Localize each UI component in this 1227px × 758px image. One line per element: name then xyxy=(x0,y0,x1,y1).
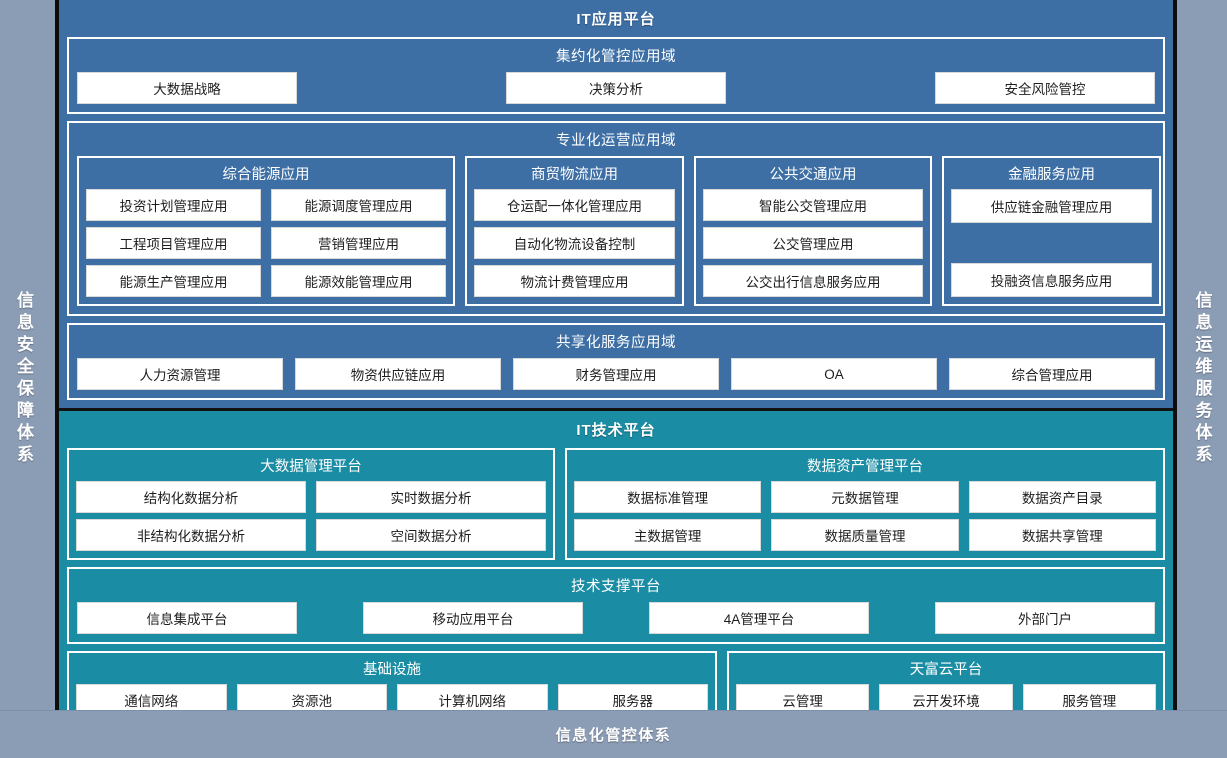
tech-chip[interactable]: 元数据管理 xyxy=(771,481,959,513)
group-grid: 投资计划管理应用 能源调度管理应用 工程项目管理应用 营销管理应用 能源生产管理… xyxy=(86,189,446,297)
bottom-governance-bar: 信息化管控体系 xyxy=(0,710,1227,758)
group-data-asset-platform: 数据资产管理平台 数据标准管理 元数据管理 数据资产目录 主数据管理 数据质量管… xyxy=(565,448,1165,560)
group-title: 公共交通应用 xyxy=(769,167,857,183)
tech-chip[interactable]: 主数据管理 xyxy=(574,519,762,551)
group-commerce-logistics: 商贸物流应用 仓运配一体化管理应用 自动化物流设备控制 物流计费管理应用 xyxy=(465,156,684,306)
domain-professional-operations: 专业化运营应用域 综合能源应用 投资计划管理应用 能源调度管理应用 工程项目管理… xyxy=(67,121,1165,316)
bottom-bar-label: 信息化管控体系 xyxy=(555,727,672,744)
technology-platform: IT技术平台 大数据管理平台 结构化数据分析 实时数据分析 非结构化数据分析 空… xyxy=(59,411,1173,758)
tech-chip[interactable]: 非结构化数据分析 xyxy=(76,519,306,551)
app-chip[interactable]: 能源效能管理应用 xyxy=(271,265,446,297)
app-chip[interactable]: 营销管理应用 xyxy=(271,227,446,259)
technology-platform-title: IT技术平台 xyxy=(576,422,656,439)
right-vertical-panel: 信息运维服务体系 xyxy=(1177,0,1227,758)
tech-chip[interactable]: 数据共享管理 xyxy=(968,519,1156,551)
group-title: 数据资产管理平台 xyxy=(807,459,923,475)
tech-chip[interactable]: 移动应用平台 xyxy=(363,602,583,634)
group-public-transport: 公共交通应用 智能公交管理应用 公交管理应用 公交出行信息服务应用 xyxy=(694,156,932,306)
tech-chip[interactable]: 信息集成平台 xyxy=(77,602,297,634)
group-grid: 仓运配一体化管理应用 自动化物流设备控制 物流计费管理应用 xyxy=(474,189,675,297)
tech-chip[interactable]: 数据标准管理 xyxy=(574,481,762,513)
tech-chip[interactable]: 数据质量管理 xyxy=(771,519,959,551)
group-grid: 数据标准管理 元数据管理 数据资产目录 主数据管理 数据质量管理 数据共享管理 xyxy=(574,481,1156,551)
app-chip[interactable]: 能源调度管理应用 xyxy=(271,189,446,221)
tech-chip[interactable]: 空间数据分析 xyxy=(316,519,546,551)
application-platform: IT应用平台 集约化管控应用域 大数据战略 决策分析 安全风险管控 专业化运营应… xyxy=(59,0,1173,411)
app-chip[interactable]: 公交出行信息服务应用 xyxy=(703,265,923,297)
app-chip[interactable]: 智能公交管理应用 xyxy=(703,189,923,221)
chip-row: 信息集成平台 移动应用平台 4A管理平台 外部门户 xyxy=(77,602,1155,634)
chip-row: 大数据战略 决策分析 安全风险管控 xyxy=(77,72,1155,104)
app-chip[interactable]: 仓运配一体化管理应用 xyxy=(474,189,675,221)
chip-row: 人力资源管理 物资供应链应用 财务管理应用 OA 综合管理应用 xyxy=(77,358,1155,390)
left-vertical-panel: 信息安全保障体系 xyxy=(0,0,47,758)
group-row: 综合能源应用 投资计划管理应用 能源调度管理应用 工程项目管理应用 营销管理应用… xyxy=(77,156,1161,306)
right-panel-label: 信息运维服务体系 xyxy=(1192,291,1212,467)
group-grid: 供应链金融管理应用 投融资信息服务应用 xyxy=(951,189,1152,297)
tech-chip[interactable]: 实时数据分析 xyxy=(316,481,546,513)
tech-chip[interactable]: 4A管理平台 xyxy=(649,602,869,634)
left-panel-label: 信息安全保障体系 xyxy=(14,291,33,467)
app-chip[interactable]: 财务管理应用 xyxy=(513,358,719,390)
app-chip[interactable]: 投资计划管理应用 xyxy=(86,189,261,221)
tech-chip[interactable]: 数据资产目录 xyxy=(968,481,1156,513)
app-chip[interactable]: 决策分析 xyxy=(506,72,726,104)
group-title: 金融服务应用 xyxy=(1008,167,1095,183)
group-bigdata-platform: 大数据管理平台 结构化数据分析 实时数据分析 非结构化数据分析 空间数据分析 xyxy=(67,448,555,560)
app-chip[interactable]: 工程项目管理应用 xyxy=(86,227,261,259)
group-financial-services: 金融服务应用 供应链金融管理应用 投融资信息服务应用 xyxy=(942,156,1161,306)
tech-chip[interactable]: 外部门户 xyxy=(935,602,1155,634)
app-chip[interactable]: 投融资信息服务应用 xyxy=(951,263,1152,297)
platform-stack: IT应用平台 集约化管控应用域 大数据战略 决策分析 安全风险管控 专业化运营应… xyxy=(55,0,1177,758)
group-integrated-energy: 综合能源应用 投资计划管理应用 能源调度管理应用 工程项目管理应用 营销管理应用… xyxy=(77,156,455,306)
app-chip[interactable]: 安全风险管控 xyxy=(935,72,1155,104)
group-title: 大数据管理平台 xyxy=(260,459,362,475)
app-chip[interactable]: 物流计费管理应用 xyxy=(474,265,675,297)
app-chip[interactable]: OA xyxy=(731,358,937,390)
group-grid: 智能公交管理应用 公交管理应用 公交出行信息服务应用 xyxy=(703,189,923,297)
app-chip[interactable]: 自动化物流设备控制 xyxy=(474,227,675,259)
app-chip[interactable]: 大数据战略 xyxy=(77,72,297,104)
group-row: 大数据管理平台 结构化数据分析 实时数据分析 非结构化数据分析 空间数据分析 数… xyxy=(67,448,1165,560)
app-chip[interactable]: 供应链金融管理应用 xyxy=(951,189,1152,223)
tech-chip[interactable]: 结构化数据分析 xyxy=(76,481,306,513)
group-title: 天富云平台 xyxy=(909,662,983,678)
app-chip[interactable]: 物资供应链应用 xyxy=(295,358,501,390)
app-chip[interactable]: 公交管理应用 xyxy=(703,227,923,259)
domain-intensive-control: 集约化管控应用域 大数据战略 决策分析 安全风险管控 xyxy=(67,37,1165,114)
domain-title: 集约化管控应用域 xyxy=(556,49,676,65)
domain-shared-services: 共享化服务应用域 人力资源管理 物资供应链应用 财务管理应用 OA 综合管理应用 xyxy=(67,323,1165,400)
app-chip-placeholder xyxy=(951,229,1152,257)
band-technical-support: 技术支撑平台 信息集成平台 移动应用平台 4A管理平台 外部门户 xyxy=(67,567,1165,644)
app-chip[interactable]: 能源生产管理应用 xyxy=(86,265,261,297)
group-title: 商贸物流应用 xyxy=(531,167,618,183)
application-platform-title: IT应用平台 xyxy=(576,11,656,28)
app-chip[interactable]: 人力资源管理 xyxy=(77,358,283,390)
band-title: 技术支撑平台 xyxy=(571,579,661,595)
group-title: 基础设施 xyxy=(363,662,421,678)
app-chip[interactable]: 综合管理应用 xyxy=(949,358,1155,390)
group-title: 综合能源应用 xyxy=(222,167,310,183)
group-grid: 结构化数据分析 实时数据分析 非结构化数据分析 空间数据分析 xyxy=(76,481,546,551)
domain-title: 共享化服务应用域 xyxy=(556,335,676,351)
domain-title: 专业化运营应用域 xyxy=(556,133,676,149)
